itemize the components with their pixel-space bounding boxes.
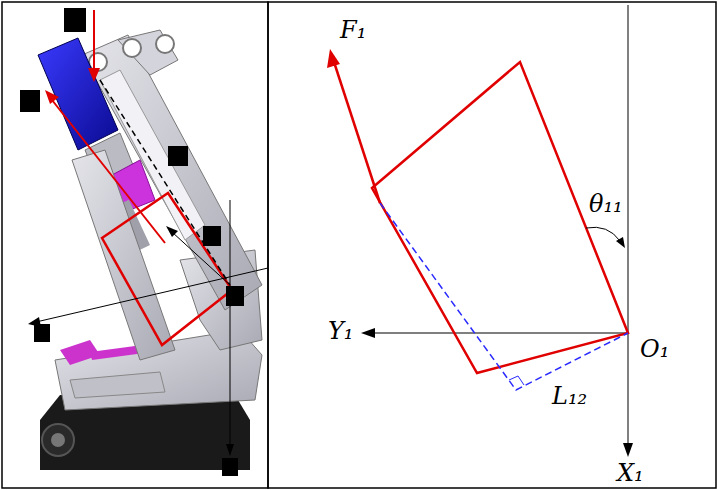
free-body-sketch	[327, 5, 633, 457]
axis-label: θ₁₁	[589, 192, 623, 216]
axis-label: Y₁	[328, 319, 353, 343]
left-panel-frame	[2, 2, 268, 488]
leg-render	[38, 30, 262, 470]
axis-label: F₁	[340, 18, 366, 42]
axis-label: O₁	[640, 337, 669, 361]
leg-annotations	[20, 8, 268, 476]
axis-label: L₁₂	[552, 384, 587, 408]
right-panel-frame	[268, 2, 716, 488]
axis-label: X₁	[617, 461, 644, 485]
